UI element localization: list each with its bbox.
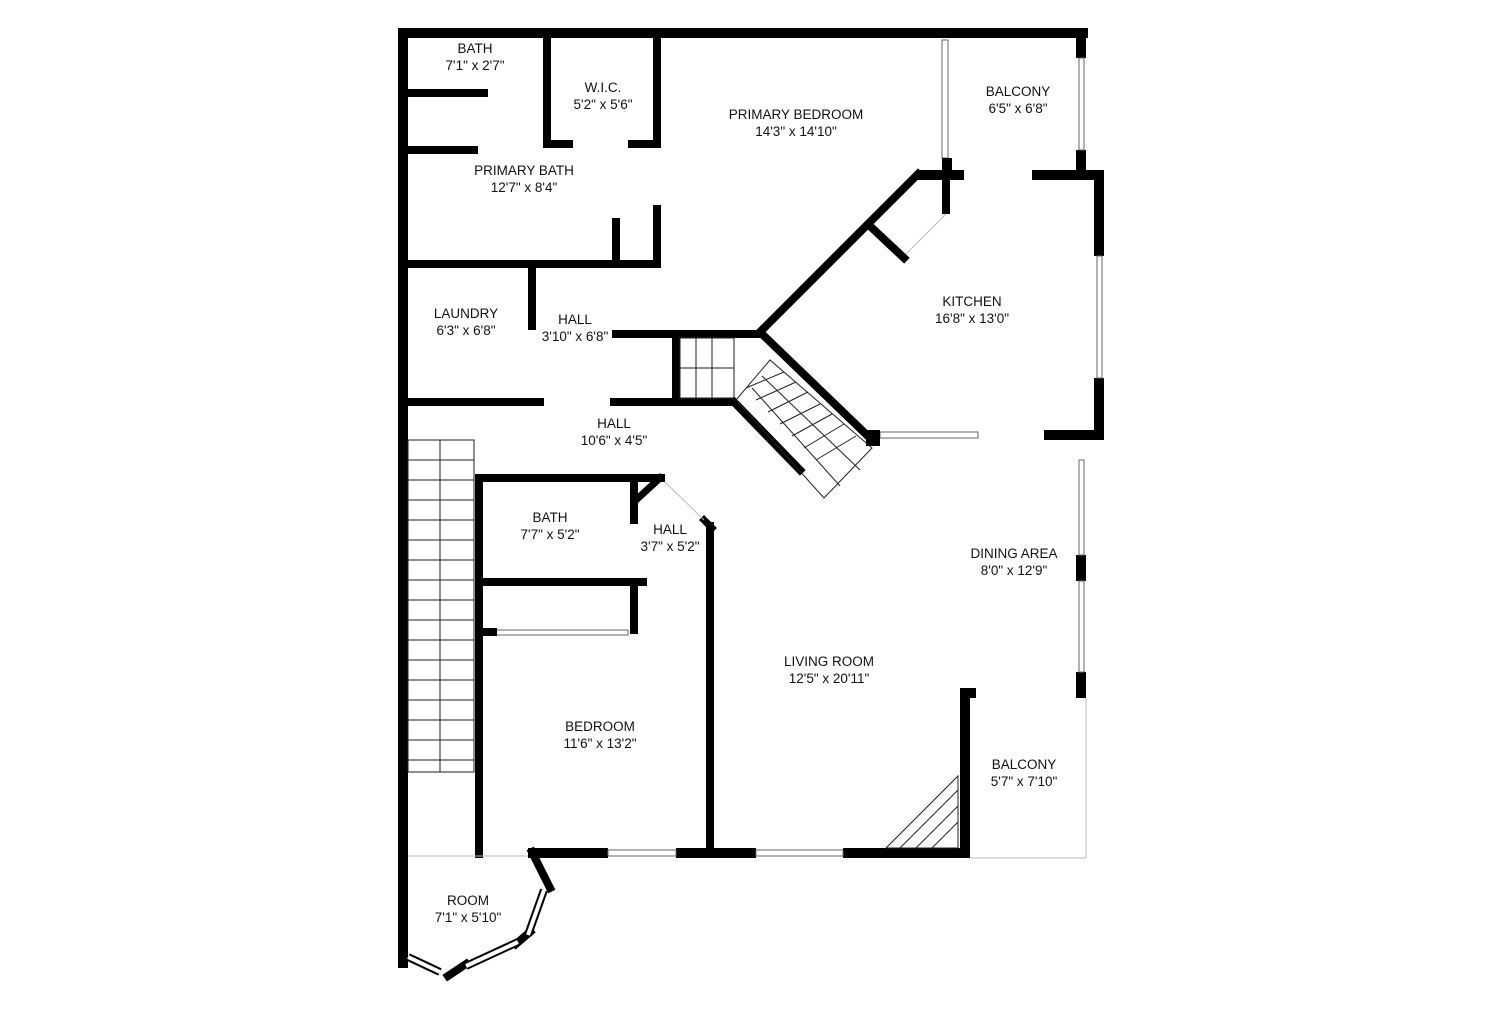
windows xyxy=(495,39,1103,859)
stairs xyxy=(407,337,959,849)
exterior-walls xyxy=(398,28,1104,968)
room-label-wic: W.I.C.5'2" x 5'6" xyxy=(573,80,633,112)
bay-windows xyxy=(406,855,548,976)
interior-walls xyxy=(408,38,976,858)
